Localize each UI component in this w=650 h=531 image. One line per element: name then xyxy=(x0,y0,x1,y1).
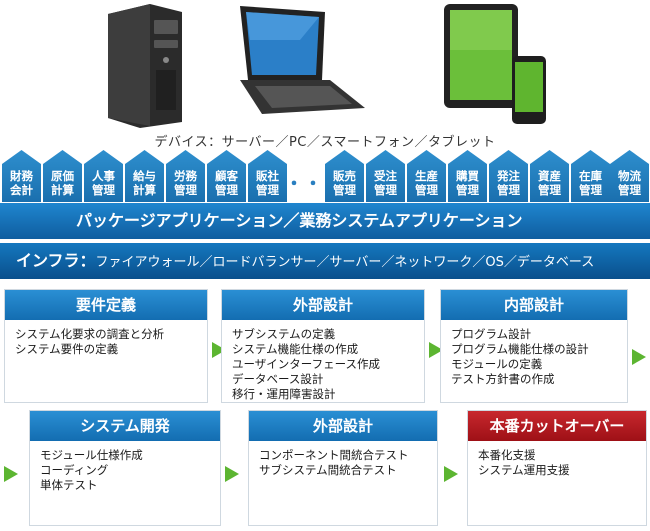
modules-ellipsis: ・・・ xyxy=(285,174,342,195)
step-item: システム運用支援 xyxy=(478,463,570,477)
module-tab: 在庫管理 xyxy=(571,150,610,202)
module-tab: 資産管理 xyxy=(530,150,569,202)
devices-illustration xyxy=(108,4,546,128)
step-title: 要件定義 xyxy=(5,290,207,320)
devices-caption: デバイス：サーバー／PC／スマートフォン／タブレット xyxy=(154,135,496,150)
step-item: サブシステムの定義 xyxy=(232,327,336,341)
infra-label: インフラ： xyxy=(16,251,96,270)
module-tabs: 財務会計 原価計算 人事管理 給与計算 労務管理 顧客管理 販社管理 ・・・ 販… xyxy=(0,150,650,202)
laptop-icon xyxy=(240,6,365,114)
module-tab: 人事管理 xyxy=(84,150,123,202)
step-title: 内部設計 xyxy=(441,290,627,320)
step-item: コンポーネント間統合テスト xyxy=(259,448,409,462)
arrow-right-icon xyxy=(225,466,239,482)
step-requirements: 要件定義 システム化要求の調査と分析 システム要件の定義 xyxy=(4,289,208,403)
step-item: プログラム機能仕様の設計 xyxy=(451,342,589,356)
server-icon xyxy=(108,4,182,128)
module-tab: 労務管理 xyxy=(166,150,205,202)
step-item: データベース設計 xyxy=(232,372,324,386)
tablet-icon xyxy=(444,4,518,108)
module-tab: 購買管理 xyxy=(448,150,487,202)
arrow-right-icon xyxy=(4,466,18,482)
step-item: システム化要求の調査と分析 xyxy=(15,327,165,341)
application-layer-bar: パッケージアプリケーション／業務システムアプリケーション xyxy=(0,203,650,239)
step-item: 移行・運用障害設計 xyxy=(232,387,336,401)
step-item: システム要件の定義 xyxy=(15,342,119,356)
step-item: プログラム設計 xyxy=(451,327,532,341)
smartphone-icon xyxy=(512,56,546,124)
step-title: 本番カットオーバー xyxy=(468,411,646,441)
infra-items: ファイアウォール／ロードバランサー／サーバー／ネットワーク／OS／データベース xyxy=(95,255,595,270)
step-title: 外部設計 xyxy=(249,411,437,441)
step-item: 単体テスト xyxy=(40,478,98,492)
module-tab: 原価計算 xyxy=(43,150,82,202)
arrow-right-icon xyxy=(444,466,458,482)
step-integration-testing: 外部設計 コンポーネント間統合テスト サブシステム間統合テスト xyxy=(248,410,438,526)
module-tab: 財務会計 xyxy=(2,150,41,202)
step-item: モジュール仕様作成 xyxy=(40,448,143,462)
infrastructure-layer-bar: インフラ：ファイアウォール／ロードバランサー／サーバー／ネットワーク／OS／デー… xyxy=(0,243,650,279)
arrow-right-icon xyxy=(632,349,646,365)
step-external-design: 外部設計 サブシステムの定義 システム機能仕様の作成 ユーザインターフェース作成… xyxy=(221,289,425,403)
step-item: コーディング xyxy=(40,463,109,477)
module-tab: 物流管理 xyxy=(610,150,649,202)
step-item: サブシステム間統合テスト xyxy=(259,463,397,477)
step-item: テスト方針書の作成 xyxy=(451,372,555,386)
arrow-right-icon xyxy=(429,342,443,358)
step-system-development: システム開発 モジュール仕様作成 コーディング 単体テスト xyxy=(29,410,221,526)
module-tab: 発注管理 xyxy=(489,150,528,202)
step-item: ユーザインターフェース作成 xyxy=(232,357,381,371)
step-title: システム開発 xyxy=(30,411,220,441)
module-tab: 受注管理 xyxy=(366,150,405,202)
step-item: 本番化支援 xyxy=(478,448,536,462)
step-item: モジュールの定義 xyxy=(451,357,543,371)
step-internal-design: 内部設計 プログラム設計 プログラム機能仕様の設計 モジュールの定義 テスト方針… xyxy=(440,289,628,403)
module-tab: 販社管理 xyxy=(248,150,287,202)
module-tab: 顧客管理 xyxy=(207,150,246,202)
module-tab: 販売管理 xyxy=(325,150,364,202)
module-tab: 給与計算 xyxy=(125,150,164,202)
module-tab: 生産管理 xyxy=(407,150,446,202)
step-cutover: 本番カットオーバー 本番化支援 システム運用支援 xyxy=(467,410,647,526)
step-item: システム機能仕様の作成 xyxy=(232,342,359,356)
step-title: 外部設計 xyxy=(222,290,424,320)
